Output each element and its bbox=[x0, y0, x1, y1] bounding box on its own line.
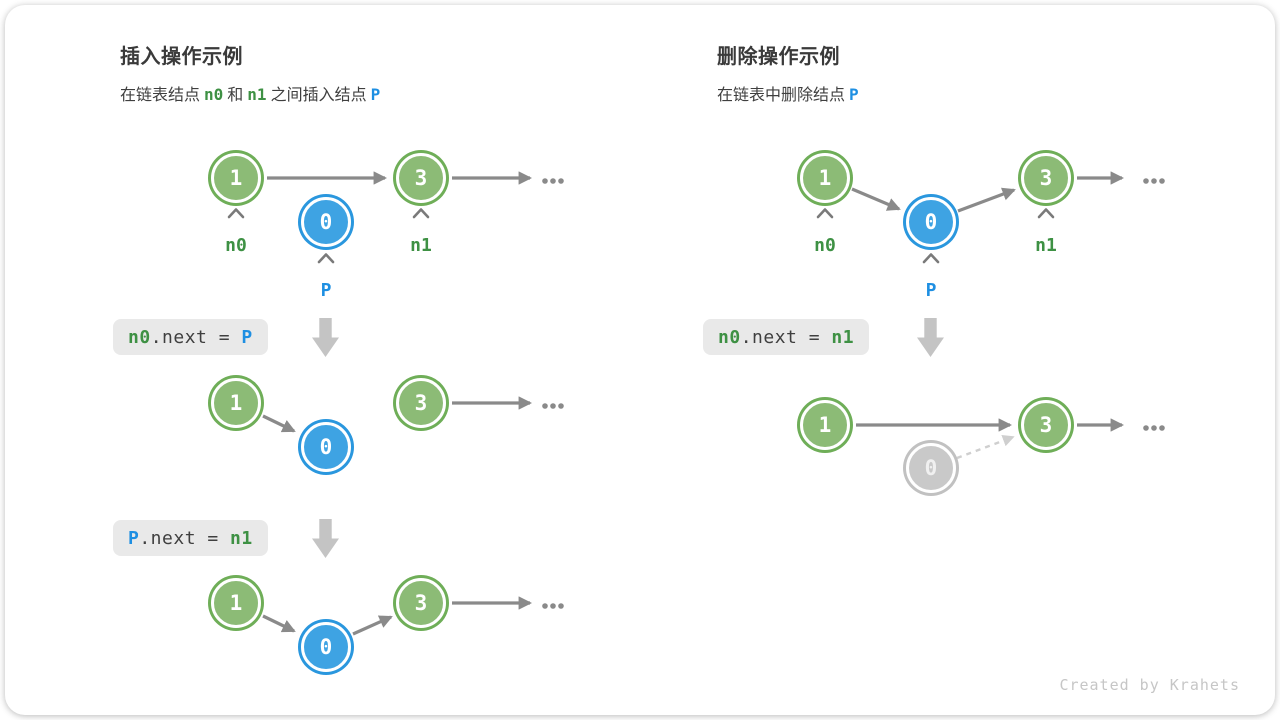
list-node-blue: 0 bbox=[906, 197, 956, 247]
pointer-arrow bbox=[957, 187, 1016, 213]
pointer-label: n1 bbox=[1035, 235, 1057, 256]
text-segment: n1 bbox=[247, 85, 267, 104]
pointer-arrow bbox=[352, 615, 393, 636]
caret-up-icon bbox=[922, 253, 940, 264]
ellipsis-dots bbox=[550, 603, 556, 609]
step-down-arrow-icon bbox=[312, 318, 339, 357]
delete-panel-title: 删除操作示例 bbox=[717, 46, 840, 68]
pointer-label: n0 bbox=[225, 235, 247, 256]
caret-up-icon bbox=[317, 253, 335, 264]
ellipsis-dots bbox=[558, 403, 564, 409]
text-segment: n1 bbox=[831, 326, 855, 348]
text-segment: n0 bbox=[204, 85, 224, 104]
text-segment: P bbox=[370, 85, 381, 104]
list-node-green: 1 bbox=[211, 578, 261, 628]
pointer-arrow bbox=[851, 187, 901, 211]
list-node-green: 3 bbox=[1021, 400, 1071, 450]
list-node-green: 3 bbox=[396, 378, 446, 428]
list-node-green: 3 bbox=[1021, 153, 1071, 203]
list-node-green: 1 bbox=[800, 400, 850, 450]
ellipsis-dots bbox=[558, 178, 564, 184]
ellipsis-dots bbox=[550, 178, 556, 184]
list-node-green: 3 bbox=[396, 578, 446, 628]
text-segment: n0 bbox=[718, 326, 741, 348]
code-label: P.next = n1 bbox=[113, 520, 268, 556]
text-segment: 和 bbox=[227, 87, 244, 104]
dashed-pointer-arrow bbox=[956, 434, 1015, 460]
caret-up-icon bbox=[1037, 208, 1055, 219]
text-segment: n1 bbox=[230, 527, 253, 549]
text-segment: P bbox=[849, 85, 859, 104]
ellipsis-dots bbox=[558, 603, 564, 609]
caret-up-icon bbox=[816, 208, 834, 219]
caret-up-icon bbox=[227, 208, 245, 219]
pointer-label: P bbox=[925, 280, 937, 301]
credit-text: Created by Krahets bbox=[1059, 676, 1240, 694]
text-segment: n0 bbox=[128, 326, 151, 348]
ellipsis-dots bbox=[1143, 178, 1149, 184]
text-segment: .next = bbox=[150, 326, 242, 348]
ellipsis-dots bbox=[542, 178, 548, 184]
pointer-label: n0 bbox=[814, 235, 836, 256]
insert-panel-title: 插入操作示例 bbox=[120, 46, 243, 68]
text-segment: 在链表结点 bbox=[120, 87, 201, 104]
list-node-green: 1 bbox=[211, 378, 261, 428]
ellipsis-dots bbox=[542, 403, 548, 409]
list-node-green: 3 bbox=[396, 153, 446, 203]
text-segment: P bbox=[128, 527, 140, 549]
ellipsis-dots bbox=[550, 403, 556, 409]
list-node-blue: 0 bbox=[301, 197, 351, 247]
code-label: n0.next = P bbox=[113, 319, 268, 355]
ellipsis-dots bbox=[1151, 178, 1157, 184]
ellipsis-dots bbox=[1151, 425, 1157, 431]
list-node-green: 1 bbox=[211, 153, 261, 203]
list-node-blue: 0 bbox=[301, 622, 351, 672]
pointer-arrow bbox=[262, 414, 296, 433]
list-node-blue: 0 bbox=[301, 422, 351, 472]
text-segment: .next = bbox=[139, 527, 231, 549]
step-down-arrow-icon bbox=[917, 318, 944, 357]
ellipsis-dots bbox=[542, 603, 548, 609]
text-segment: .next = bbox=[740, 326, 832, 348]
text-segment: P bbox=[241, 326, 253, 348]
list-node-gray: 0 bbox=[906, 443, 956, 493]
text-segment: 之间插入结点 bbox=[270, 87, 367, 104]
pointer-label: P bbox=[320, 280, 332, 301]
text-segment: 在链表中删除结点 bbox=[717, 87, 846, 104]
caret-up-icon bbox=[412, 208, 430, 219]
ellipsis-dots bbox=[1159, 178, 1165, 184]
list-node-green: 1 bbox=[800, 153, 850, 203]
pointer-arrow bbox=[262, 614, 296, 633]
ellipsis-dots bbox=[1159, 425, 1165, 431]
pointer-label: n1 bbox=[410, 235, 432, 256]
ellipsis-dots bbox=[1143, 425, 1149, 431]
code-label: n0.next = n1 bbox=[703, 319, 870, 355]
step-down-arrow-icon bbox=[312, 519, 339, 558]
